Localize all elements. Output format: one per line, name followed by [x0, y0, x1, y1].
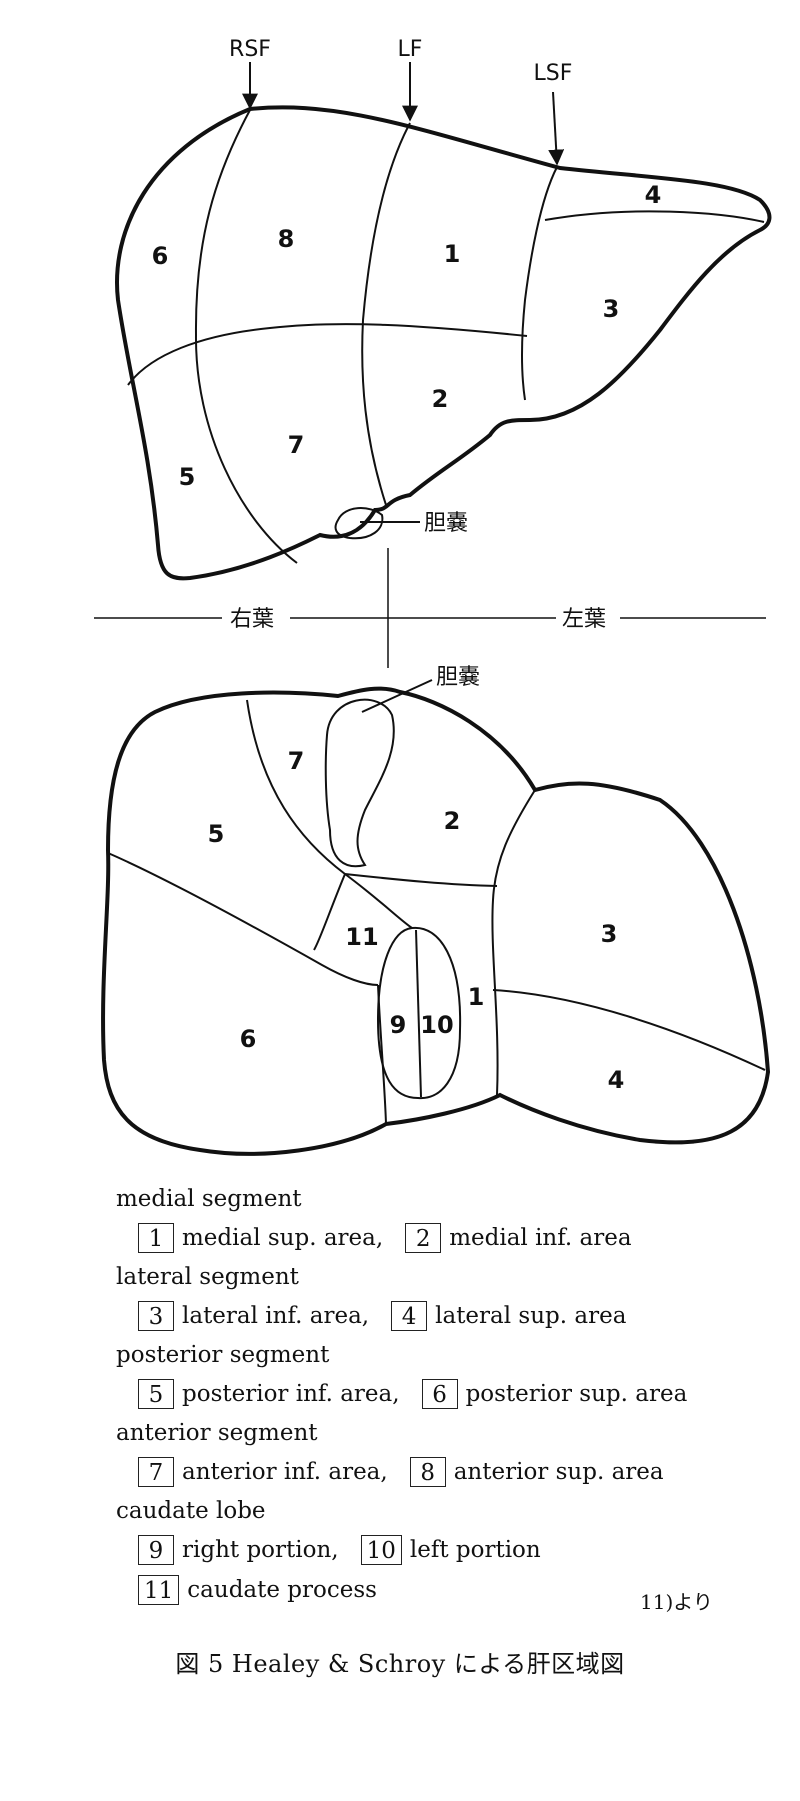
- upper-liver-outline: [117, 107, 769, 578]
- upper-segment-label: 6: [152, 242, 169, 270]
- lower-segment-label: 4: [608, 1066, 625, 1094]
- legend-item-text: anterior inf. area,: [182, 1453, 388, 1491]
- legend-row: 9 right portion, 10 left portion: [138, 1530, 762, 1570]
- fissure-rsf: [196, 110, 297, 563]
- gallbladder-label-upper: 胆嚢: [424, 511, 468, 536]
- lower-liver-outline: [103, 689, 768, 1154]
- upper-segment-label: 1: [444, 240, 461, 268]
- lower-segment-label: 7: [288, 747, 305, 775]
- legend-number-box: 1: [138, 1223, 174, 1253]
- legend-number-box: 3: [138, 1301, 174, 1331]
- lower-segment-label: 9: [390, 1011, 407, 1039]
- segment-legend: medial segment 1 medial sup. area, 2 med…: [112, 1180, 762, 1610]
- boundary-5-6: [108, 853, 378, 985]
- upper-liver-diagram: [117, 62, 769, 578]
- left-lobe-label: 左葉: [562, 607, 606, 632]
- legend-number-box: 7: [138, 1457, 174, 1487]
- lower-segment-label: 5: [208, 820, 225, 848]
- legend-number-box: 2: [405, 1223, 441, 1253]
- boundary-7-11: [314, 874, 345, 950]
- upper-segment-label: 7: [288, 431, 305, 459]
- legend-item-text: right portion,: [182, 1531, 339, 1569]
- lsf-label: LSF: [534, 61, 573, 86]
- boundary-2-1: [345, 874, 497, 886]
- lower-segment-label: 3: [601, 920, 618, 948]
- legend-item-text: posterior inf. area,: [182, 1375, 400, 1413]
- gallbladder-lower: [326, 700, 394, 867]
- boundary-11-caudate: [345, 874, 412, 928]
- gallbladder-label-lower: 胆嚢: [436, 665, 480, 690]
- legend-group-title: anterior segment: [116, 1414, 762, 1452]
- upper-segment-label: 4: [645, 181, 662, 209]
- legend-number-box: 11: [138, 1575, 179, 1605]
- lsf-arrow: [553, 92, 557, 164]
- legend-number-box: 4: [391, 1301, 427, 1331]
- legend-group-title: medial segment: [116, 1180, 762, 1218]
- legend-item-text: anterior sup. area: [454, 1453, 664, 1491]
- upper-segment-label: 3: [603, 295, 620, 323]
- legend-number-box: 8: [410, 1457, 446, 1487]
- legend-item-text: caudate process: [187, 1571, 377, 1609]
- rsf-label: RSF: [229, 37, 271, 62]
- boundary-3-4: [493, 990, 765, 1070]
- boundary-4-3: [545, 211, 764, 222]
- fissure-lf: [362, 123, 410, 505]
- legend-group-title: caudate lobe: [116, 1492, 762, 1530]
- legend-group-title: posterior segment: [116, 1336, 762, 1374]
- lower-segment-label: 10: [420, 1011, 453, 1039]
- right-lobe-label: 右葉: [230, 607, 274, 632]
- lf-label: LF: [398, 37, 423, 62]
- transverse-boundary: [128, 324, 527, 385]
- legend-item-text: medial sup. area,: [182, 1219, 383, 1257]
- fissure-lsf: [522, 167, 557, 400]
- legend-item-text: posterior sup. area: [466, 1375, 688, 1413]
- legend-row: 3 lateral inf. area, 4 lateral sup. area: [138, 1296, 762, 1336]
- legend-item-text: lateral sup. area: [435, 1297, 626, 1335]
- lower-liver-diagram: [103, 680, 768, 1154]
- legend-group-title: lateral segment: [116, 1258, 762, 1296]
- figure-caption: 図 5 Healey & Schroy による肝区域図: [0, 1644, 800, 1679]
- legend-row: 1 medial sup. area, 2 medial inf. area: [138, 1218, 762, 1258]
- legend-item-text: left portion: [410, 1531, 541, 1569]
- lower-segment-label: 11: [345, 923, 378, 951]
- boundary-7-5: [247, 700, 345, 874]
- legend-number-box: 6: [422, 1379, 458, 1409]
- legend-number-box: 5: [138, 1379, 174, 1409]
- lower-segment-label: 6: [240, 1025, 257, 1053]
- legend-number-box: 9: [138, 1535, 174, 1565]
- legend-row: 7 anterior inf. area, 8 anterior sup. ar…: [138, 1452, 762, 1492]
- lower-segment-label: 2: [444, 807, 461, 835]
- legend-item-text: lateral inf. area,: [182, 1297, 369, 1335]
- legend-item-text: medial inf. area: [449, 1219, 631, 1257]
- lower-segment-label: 1: [468, 983, 485, 1011]
- lobe-divider: [94, 548, 766, 668]
- upper-segment-label: 5: [179, 463, 196, 491]
- source-reference: 11)より: [640, 1586, 713, 1615]
- boundary-2-3: [492, 790, 535, 1095]
- upper-segment-label: 8: [278, 225, 295, 253]
- upper-segment-label: 2: [432, 385, 449, 413]
- legend-row: 5 posterior inf. area, 6 posterior sup. …: [138, 1374, 762, 1414]
- legend-number-box: 10: [361, 1535, 402, 1565]
